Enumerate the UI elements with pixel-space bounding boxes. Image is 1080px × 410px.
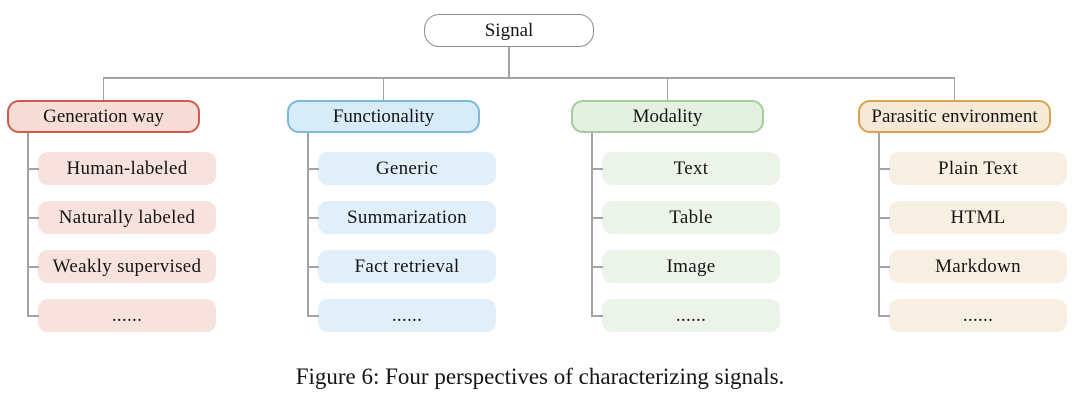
leaf-node: Summarization <box>318 201 496 234</box>
leaf-node: Plain Text <box>889 152 1067 185</box>
branch-column-functionality: Functionality Generic Summarization Fact… <box>287 77 497 332</box>
root-connector-stem <box>508 47 510 77</box>
root-node-signal: Signal <box>424 14 594 47</box>
branch-children: Plain Text HTML Markdown ...... <box>858 152 1067 332</box>
branch-connector-line <box>103 77 955 79</box>
leaf-connector-tick <box>591 217 603 219</box>
branch-header-functionality: Functionality <box>287 100 480 133</box>
leaf-node: Table <box>602 201 780 234</box>
branch-children: Text Table Image ...... <box>571 152 780 332</box>
leaf-node: ...... <box>318 299 496 332</box>
leaf-row: ...... <box>571 299 780 332</box>
leaf-row: Weakly supervised <box>7 250 216 283</box>
leaf-connector-tick <box>591 266 603 268</box>
leaf-connector-tick <box>878 315 890 317</box>
leaf-connector-tick <box>591 315 603 317</box>
branch-header-generation-way: Generation way <box>7 100 200 133</box>
branch-column-modality: Modality Text Table Image ...... <box>571 77 781 332</box>
leaf-row: Image <box>571 250 780 283</box>
branch-drop-line <box>382 77 384 100</box>
branch-children: Generic Summarization Fact retrieval ...… <box>287 152 496 332</box>
leaf-node: HTML <box>889 201 1067 234</box>
leaf-node: ...... <box>602 299 780 332</box>
leaf-row: Plain Text <box>858 152 1067 185</box>
branch-drop-line <box>102 77 104 100</box>
leaf-node: Naturally labeled <box>38 201 216 234</box>
leaf-node: Fact retrieval <box>318 250 496 283</box>
leaf-node: Markdown <box>889 250 1067 283</box>
leaf-node: ...... <box>889 299 1067 332</box>
branch-spine-line <box>307 133 309 316</box>
leaf-connector-tick <box>307 266 319 268</box>
leaf-connector-tick <box>878 168 890 170</box>
branch-header-modality: Modality <box>571 100 764 133</box>
leaf-node: ...... <box>38 299 216 332</box>
leaf-row: HTML <box>858 201 1067 234</box>
leaf-connector-tick <box>878 217 890 219</box>
leaf-connector-tick <box>307 217 319 219</box>
leaf-row: ...... <box>287 299 496 332</box>
branch-children: Human-labeled Naturally labeled Weakly s… <box>7 152 216 332</box>
branch-header-parasitic-environment: Parasitic environment <box>858 100 1051 133</box>
leaf-connector-tick <box>27 217 39 219</box>
leaf-connector-tick <box>878 266 890 268</box>
leaf-node: Human-labeled <box>38 152 216 185</box>
leaf-connector-tick <box>27 266 39 268</box>
figure-caption: Figure 6: Four perspectives of character… <box>295 364 785 389</box>
leaf-connector-tick <box>27 168 39 170</box>
leaf-row: Naturally labeled <box>7 201 216 234</box>
branch-drop-line <box>666 77 668 100</box>
leaf-connector-tick <box>307 315 319 317</box>
leaf-node: Text <box>602 152 780 185</box>
leaf-row: ...... <box>7 299 216 332</box>
branch-spine-line <box>878 133 880 316</box>
leaf-row: Fact retrieval <box>287 250 496 283</box>
branch-column-parasitic-environment: Parasitic environment Plain Text HTML Ma… <box>858 77 1068 332</box>
leaf-row: Generic <box>287 152 496 185</box>
leaf-node: Weakly supervised <box>38 250 216 283</box>
leaf-connector-tick <box>591 168 603 170</box>
leaf-row: Markdown <box>858 250 1067 283</box>
branch-column-generation-way: Generation way Human-labeled Naturally l… <box>7 77 217 332</box>
leaf-row: Text <box>571 152 780 185</box>
branch-spine-line <box>27 133 29 316</box>
leaf-connector-tick <box>27 315 39 317</box>
leaf-connector-tick <box>307 168 319 170</box>
leaf-row: Table <box>571 201 780 234</box>
branch-drop-line <box>953 77 955 100</box>
leaf-row: Summarization <box>287 201 496 234</box>
leaf-row: ...... <box>858 299 1067 332</box>
branch-spine-line <box>591 133 593 316</box>
leaf-row: Human-labeled <box>7 152 216 185</box>
leaf-node: Generic <box>318 152 496 185</box>
leaf-node: Image <box>602 250 780 283</box>
